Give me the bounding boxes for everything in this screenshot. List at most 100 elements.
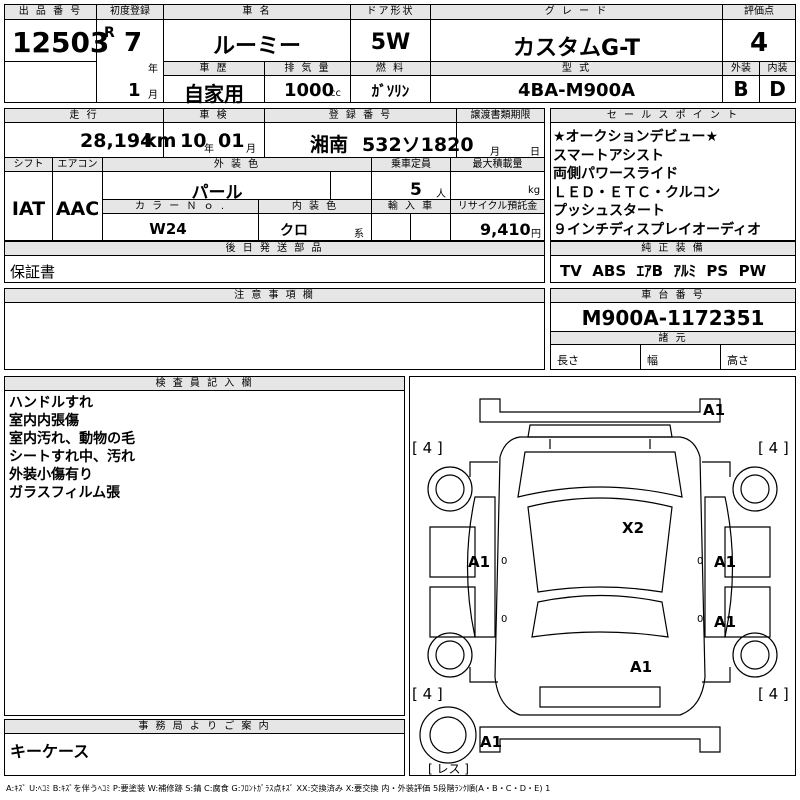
car-name: ルーミー (212, 34, 301, 59)
score: 4 (749, 28, 769, 58)
inspector-note: 室内汚れ、動物の毛 (9, 431, 136, 447)
fuel: ｶﾞｿﾘﾝ (371, 82, 410, 100)
inspector-section (4, 376, 405, 716)
sales-point: ＬＥＤ・ＥＴＣ・クルコン (553, 184, 721, 201)
header-section (4, 4, 796, 103)
mark-left-front-door: A1 (468, 553, 490, 571)
sales-point: ★オークションデビュー★ (553, 129, 719, 145)
sales-points-label: セ ー ル ス ポ イ ン ト (551, 109, 795, 123)
sales-points-section (550, 108, 796, 241)
inspector-note: シートすれ中、汚れ (9, 449, 135, 465)
reg-number: 532ソ1820 (362, 134, 474, 156)
chassis-section (550, 288, 796, 370)
mark-spare: [ レス ] (428, 762, 469, 775)
int-label: 内装 (760, 62, 795, 76)
shift: IAT (11, 198, 46, 220)
load-label: 最大積載量 (451, 158, 544, 172)
later-parts-section (4, 241, 545, 283)
first-reg-month: 1 (128, 80, 141, 101)
displacement: 1000 (284, 80, 335, 101)
spec-length: 長さ (557, 354, 579, 367)
inspector-note: ハンドルすれ (9, 395, 93, 411)
inspection-year-unit: 年 (204, 144, 214, 155)
inspection-month-unit: 月 (246, 144, 256, 155)
color-no: W24 (149, 220, 187, 238)
spec-width: 幅 (647, 354, 658, 367)
spec-height: 高さ (727, 354, 749, 367)
equipment-label: 純 正 装 備 (551, 242, 795, 256)
sales-point: ９インチディスプレイオーディオ (553, 221, 762, 238)
month-unit: 月 (148, 90, 158, 101)
office-section (4, 719, 405, 776)
inspector-note: ガラスフィルム張 (9, 485, 121, 501)
history: 自家用 (184, 82, 244, 106)
lot-number: 12503 (12, 26, 110, 59)
inspector-note: 外装小傷有り (9, 467, 93, 483)
first-reg-label: 初度登録 (97, 5, 163, 20)
mark-right-front-door: A1 (714, 553, 736, 571)
ac-label: エアコン (53, 158, 102, 172)
mark-right-rear-door: A1 (714, 613, 736, 631)
transfer-day-unit: 日 (530, 147, 540, 158)
score-label: 評価点 (723, 5, 795, 20)
details-section (4, 108, 545, 241)
legend: A:ｷｽﾞ U:ﾍｺﾐ B:ｷｽﾞを伴うﾍｺﾐ P:要塗装 W:補修跡 S:錆 … (6, 783, 551, 793)
history-label: 車 歴 (164, 62, 264, 76)
equipment-section (550, 241, 796, 283)
sales-point: プッシュスタート (553, 203, 665, 219)
mileage: 28,194 (80, 130, 154, 152)
later-parts-label: 後 日 発 送 部 品 (5, 242, 544, 256)
reg-area: 湘南 (310, 134, 349, 156)
damage-diagram: A1 [ 4 ] [ 4 ] X2 A1 A1 A1 A1 A1 [ 4 ] [… (409, 376, 796, 776)
grade: カスタムG-T (513, 36, 640, 61)
notes-label: 注 意 事 項 欄 (5, 289, 544, 303)
shift-label: シフト (5, 158, 52, 172)
door-label: ドア形状 (351, 5, 430, 20)
inspection-year: 10 (180, 130, 207, 152)
svg-text:0: 0 (697, 556, 703, 567)
notes-section (4, 288, 545, 370)
capacity-unit: 人 (436, 189, 446, 200)
lot-label: 出 品 番 号 (5, 5, 96, 20)
svg-text:0: 0 (697, 614, 703, 625)
disp-label: 排 気 量 (265, 62, 350, 76)
equipment-value: TV ABS ｴｱB ｱﾙﾐ PS PW (560, 262, 767, 280)
specs-label: 諸 元 (551, 331, 795, 345)
int-color: クロ (280, 223, 308, 239)
recycle-label: リサイクル預託金 (451, 200, 544, 214)
mileage-label: 走 行 (5, 109, 163, 123)
load-unit: kg (528, 185, 541, 196)
mark-roof: X2 (622, 519, 644, 537)
sales-point: 両側パワースライド (553, 166, 679, 182)
inspector-label: 検 査 員 記 入 欄 (5, 377, 404, 391)
ext-grade: B (733, 77, 749, 101)
svg-text:0: 0 (501, 556, 507, 567)
office-label: 事 務 局 よ り ご 案 内 (5, 720, 404, 734)
transfer-label: 譲渡書類期限 (457, 109, 544, 123)
office-value: キーケース (10, 742, 90, 761)
era: R (104, 25, 115, 41)
int-color-unit: 系 (354, 229, 364, 240)
recycle-unit: 円 (531, 229, 541, 240)
later-parts-value: 保証書 (10, 263, 56, 281)
mileage-unit: km (144, 130, 177, 152)
sales-points-list: ★オークションデビュー★ スマートアシスト 両側パワースライド ＬＥＤ・ＥＴＣ・… (553, 128, 761, 239)
disp-unit: cc (330, 88, 341, 99)
mark-rear-left-wheel: [ 4 ] (412, 685, 443, 703)
mark-rear-gate: A1 (630, 658, 652, 676)
car-name-label: 車 名 (164, 5, 350, 20)
color-no-label: カ ラ ー Ｎ ｏ . (103, 200, 258, 214)
capacity-label: 乗車定員 (372, 158, 450, 172)
reg-label: 登 録 番 号 (265, 109, 456, 123)
chassis-label: 車 台 番 号 (551, 289, 795, 303)
transfer-month-unit: 月 (490, 147, 500, 158)
mark-rear-right-wheel: [ 4 ] (758, 685, 789, 703)
mark-front-right-wheel: [ 4 ] (758, 439, 789, 457)
chassis-number: M900A-1172351 (581, 306, 765, 330)
capacity: 5 (410, 180, 422, 200)
color: パール (191, 183, 243, 203)
sales-point: スマートアシスト (553, 147, 665, 164)
mark-front-left-wheel: [ 4 ] (412, 439, 443, 457)
color-label: 外 装 色 (103, 158, 371, 172)
inspection-label: 車 検 (164, 109, 264, 123)
